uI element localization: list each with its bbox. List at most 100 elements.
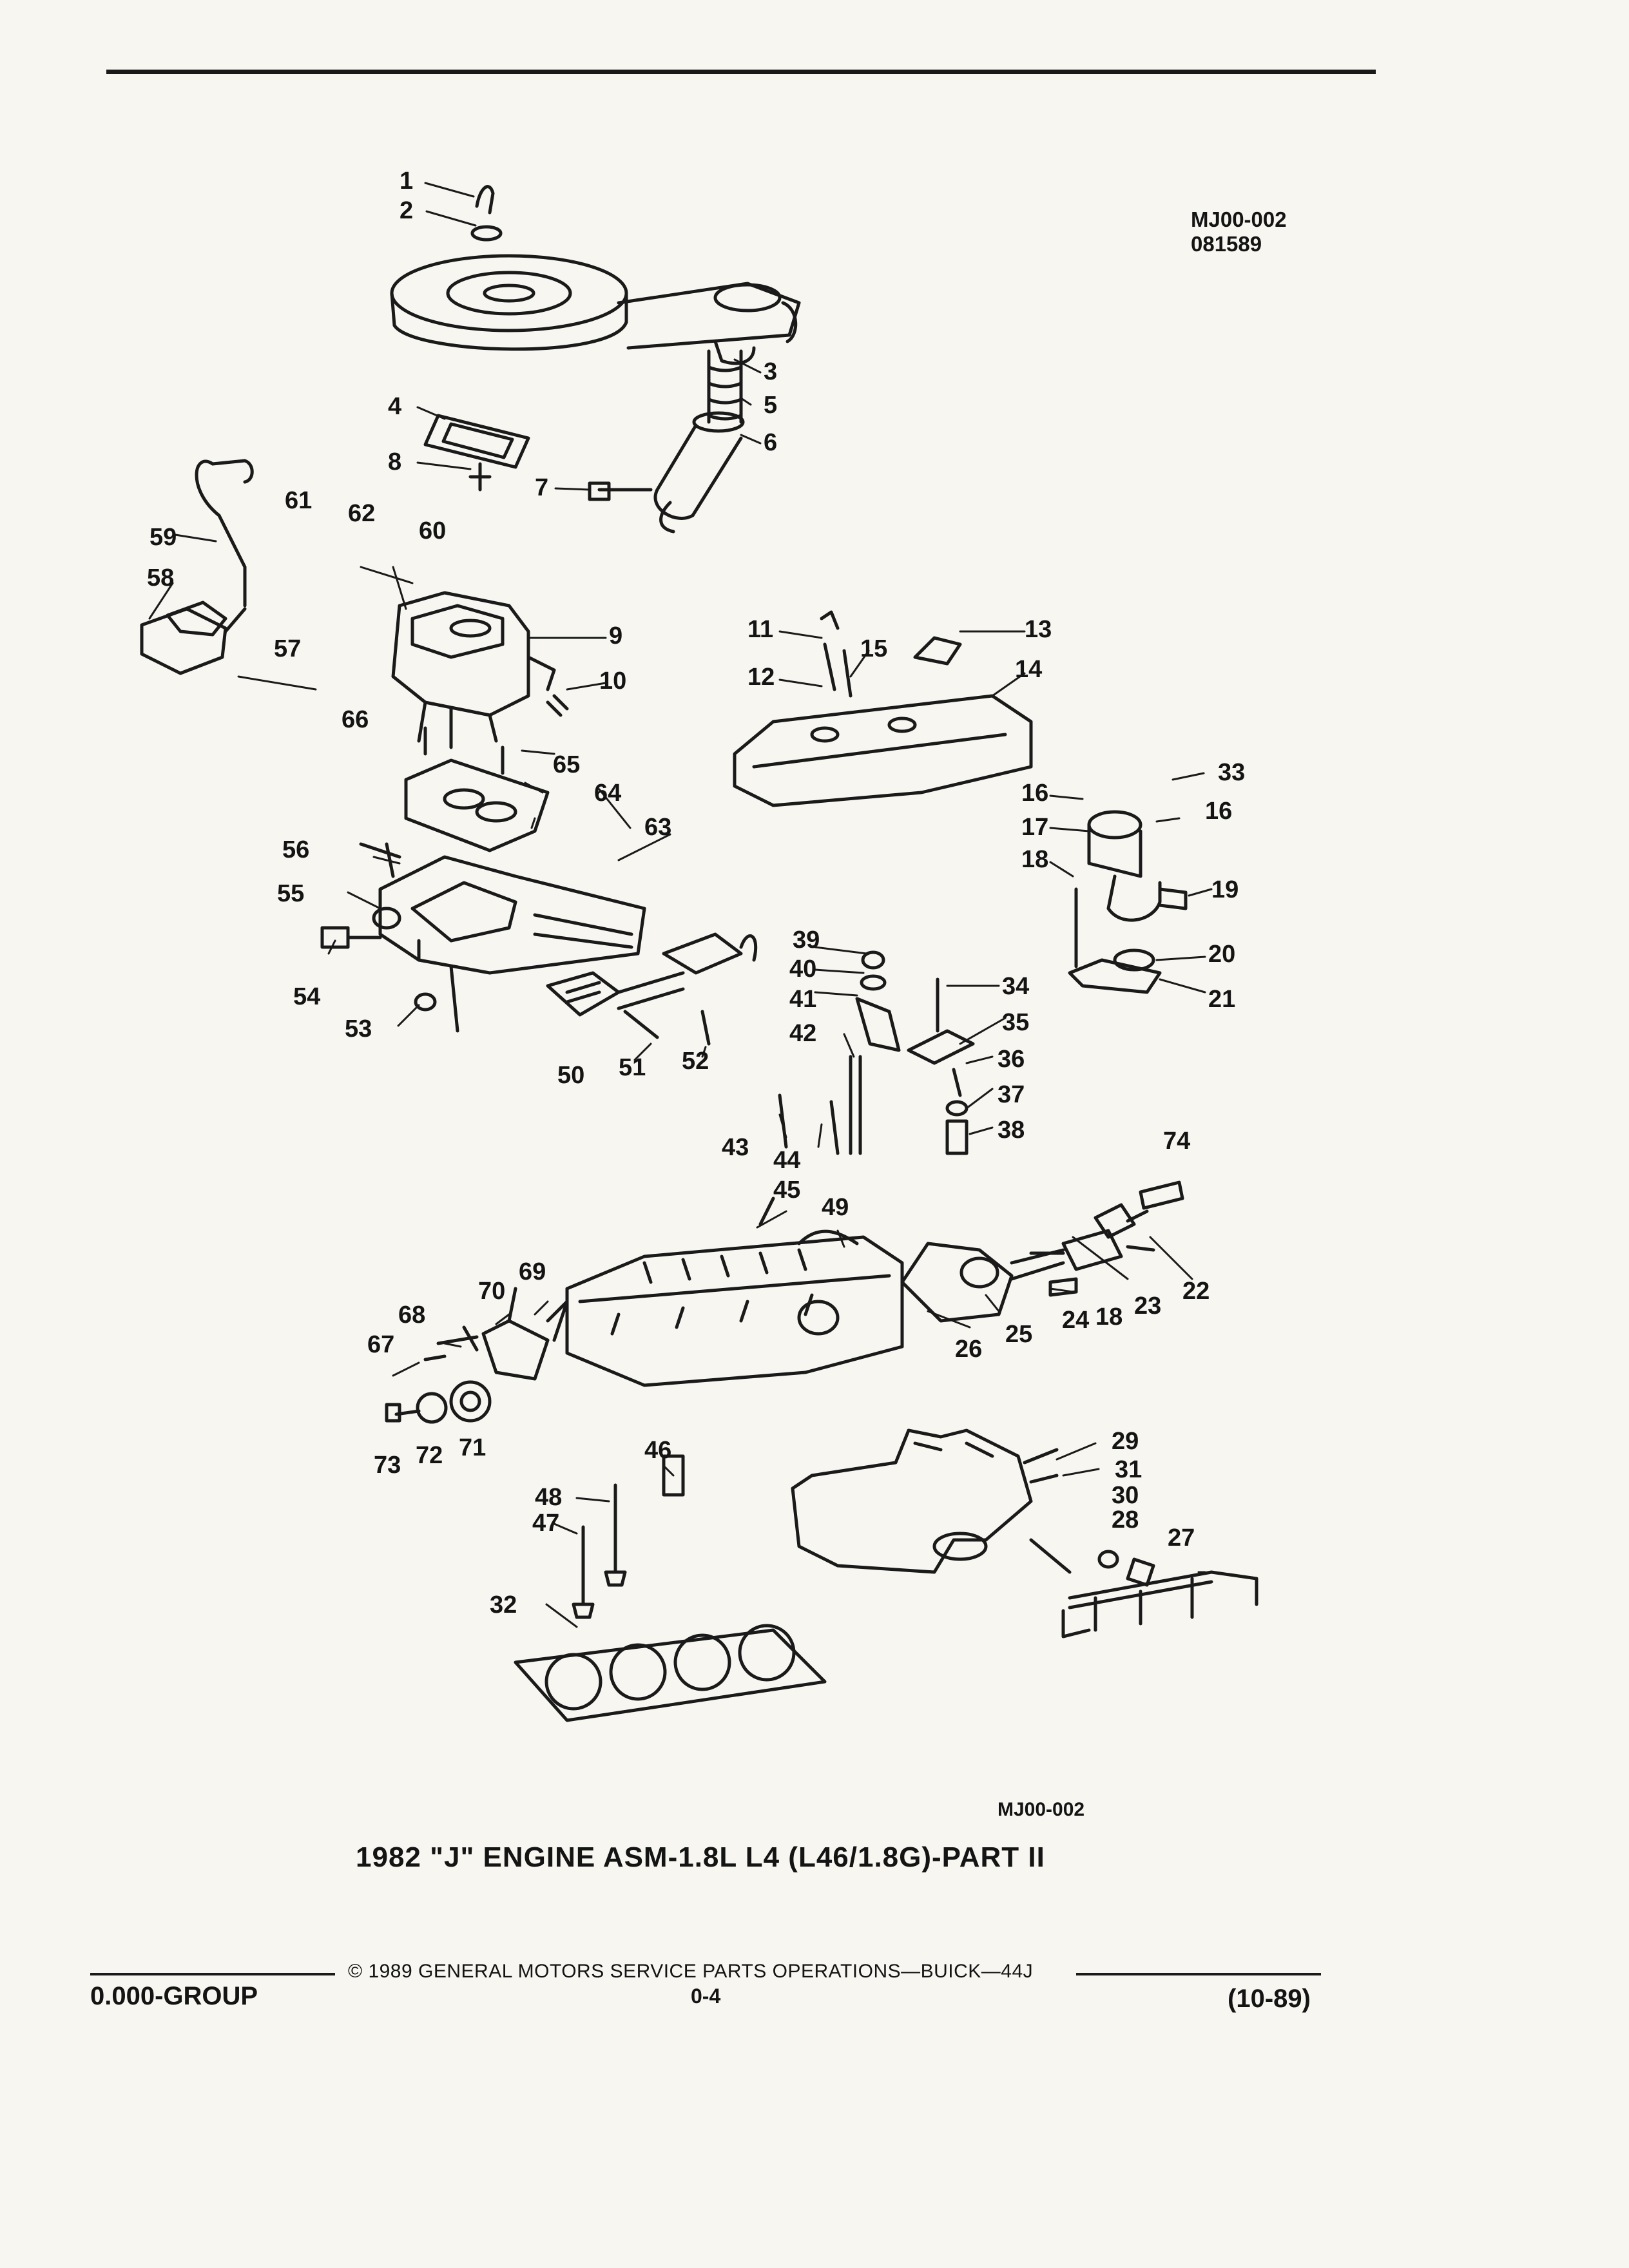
callout-71: 71 <box>459 1434 487 1461</box>
callout-42: 42 <box>789 1020 817 1047</box>
callout-13: 13 <box>1025 616 1052 643</box>
carburetor-illustration <box>391 591 569 749</box>
footer-page-number: 0-4 <box>691 1984 721 2008</box>
callout-20: 20 <box>1208 941 1236 968</box>
callout-39: 39 <box>793 927 820 954</box>
callout-57: 57 <box>274 635 302 662</box>
callout-4: 4 <box>388 393 402 420</box>
fuel-rail-illustration <box>1061 1550 1258 1639</box>
callout-15: 15 <box>860 635 888 662</box>
callout-38: 38 <box>998 1117 1025 1144</box>
callout-8: 8 <box>388 448 402 476</box>
callout-70: 70 <box>478 1278 506 1305</box>
callout-44: 44 <box>773 1147 801 1174</box>
footer-revision: (10-89) <box>1228 1984 1311 2013</box>
water-outlet-illustration <box>900 1209 1155 1323</box>
callout-19: 19 <box>1211 876 1239 903</box>
callout-5: 5 <box>764 392 778 419</box>
callout-9: 9 <box>609 622 623 649</box>
callout-14: 14 <box>1015 656 1043 683</box>
callout-29: 29 <box>1112 1428 1139 1455</box>
callout-26: 26 <box>955 1336 983 1363</box>
callout-50: 50 <box>557 1062 585 1089</box>
callout-46: 46 <box>644 1437 672 1464</box>
figure-code: MJ00-002 <box>998 1799 1085 1820</box>
callout-25: 25 <box>1005 1321 1033 1348</box>
callout-33: 33 <box>1218 759 1246 786</box>
callout-12: 12 <box>747 664 775 691</box>
callout-16a: 16 <box>1021 780 1049 807</box>
callout-11: 11 <box>747 616 774 643</box>
callout-28: 28 <box>1112 1506 1139 1533</box>
callout-21: 21 <box>1208 986 1236 1013</box>
callout-49: 49 <box>822 1194 849 1221</box>
manifold-gasket-illustration <box>546 932 758 1046</box>
footer-rule-left <box>90 1973 335 1975</box>
callout-53: 53 <box>345 1015 372 1043</box>
gasket-small-illustration <box>423 414 530 492</box>
cylinder-head-illustration <box>565 1196 904 1387</box>
footer-group: 0.000-GROUP <box>90 1982 258 2010</box>
footer-copyright: © 1989 GENERAL MOTORS SERVICE PARTS OPER… <box>348 1961 1034 1982</box>
callout-24: 24 <box>1062 1307 1090 1334</box>
callout-72: 72 <box>416 1442 443 1469</box>
callout-7: 7 <box>535 474 549 501</box>
callout-65: 65 <box>553 751 581 778</box>
callout-54: 54 <box>293 983 321 1010</box>
footer-rule-right <box>1076 1973 1321 1975</box>
exhaust-manifold-illustration <box>791 1428 1072 1574</box>
callout-51: 51 <box>619 1054 646 1081</box>
callout-58: 58 <box>147 564 175 591</box>
callout-18a: 18 <box>1021 846 1049 873</box>
callout-1: 1 <box>400 168 414 195</box>
callout-22: 22 <box>1182 1278 1210 1305</box>
callout-leaders <box>148 182 1213 1628</box>
duct-hose-illustration <box>588 349 745 533</box>
callout-31: 31 <box>1115 1456 1142 1483</box>
callout-60: 60 <box>419 517 447 544</box>
reference-code: MJ00-002 <box>1191 207 1287 231</box>
thermostat-housing-illustration <box>1068 810 1188 994</box>
callout-18b: 18 <box>1095 1303 1123 1331</box>
callout-30: 30 <box>1112 1482 1139 1509</box>
callout-47: 47 <box>532 1510 560 1537</box>
callout-59: 59 <box>149 524 177 551</box>
top-rule <box>106 70 1376 74</box>
sensor-connector-illustration <box>1029 1180 1184 1255</box>
head-gasket-illustration <box>514 1624 827 1722</box>
callout-34: 34 <box>1002 973 1030 1000</box>
accessory-bracket-illustration <box>385 1287 569 1424</box>
callout-48: 48 <box>535 1484 563 1511</box>
air-cleaner-illustration <box>390 185 801 365</box>
callout-74: 74 <box>1163 1128 1191 1155</box>
callout-67: 67 <box>367 1331 395 1358</box>
callout-73: 73 <box>374 1452 401 1479</box>
callout-3: 3 <box>764 358 778 385</box>
callout-23: 23 <box>1134 1293 1162 1320</box>
callout-66: 66 <box>342 706 369 733</box>
carb-spacer-illustration <box>404 726 550 852</box>
reference-date: 081589 <box>1191 232 1262 256</box>
callout-27: 27 <box>1168 1524 1195 1552</box>
callout-37: 37 <box>998 1081 1025 1108</box>
diagram-title: 1982 "J" ENGINE ASM-1.8L L4 (L46/1.8G)-P… <box>356 1841 1045 1873</box>
callout-2: 2 <box>400 197 414 224</box>
callout-6: 6 <box>764 429 778 456</box>
callout-68: 68 <box>398 1302 426 1329</box>
callout-63: 63 <box>644 814 672 841</box>
vacuum-valve-illustration <box>140 459 254 675</box>
valve-cover-illustration <box>733 610 1033 807</box>
callout-41: 41 <box>789 986 817 1013</box>
callout-45: 45 <box>773 1177 801 1204</box>
callout-64: 64 <box>594 780 622 807</box>
callout-43: 43 <box>722 1134 749 1161</box>
valve-illustration <box>572 1454 685 1619</box>
callout-17: 17 <box>1021 814 1049 841</box>
callout-55: 55 <box>277 880 305 907</box>
callout-56: 56 <box>282 836 310 863</box>
callout-61: 61 <box>285 487 313 514</box>
callout-69: 69 <box>519 1258 546 1285</box>
callout-16b: 16 <box>1205 798 1233 825</box>
callout-36: 36 <box>998 1046 1025 1073</box>
